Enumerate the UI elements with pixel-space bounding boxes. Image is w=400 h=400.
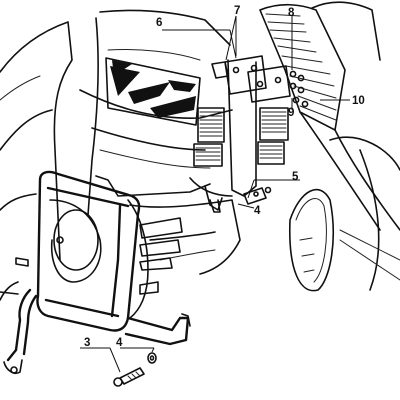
callout-8: 8: [288, 7, 295, 19]
callout-9: 9: [288, 107, 294, 119]
upper-mount-bracket: [211, 55, 309, 108]
motorcycle-frame-outline: [0, 9, 233, 301]
radiator-vent-left: [193, 107, 225, 167]
radiator-vent-right: [257, 107, 289, 165]
callout-4-lower: 4: [116, 337, 123, 349]
callout-7: 7: [234, 5, 240, 17]
callout-10: 10: [352, 95, 365, 107]
callout-4-upper: 4: [254, 205, 261, 217]
front-fairing-slats: [127, 199, 183, 319]
loose-bolt: [113, 367, 145, 387]
callout-leaders: [80, 15, 350, 373]
crash-bar-frame: [36, 170, 191, 346]
callout-3: 3: [84, 337, 90, 349]
corrugated-hose: [259, 1, 400, 231]
loose-washer: [147, 352, 157, 364]
front-wheel: [289, 136, 400, 292]
callout-labels: 6 7 8 9 10 5 4 3 4: [84, 5, 365, 349]
lower-support-strut: [0, 257, 38, 375]
side-clamp: [209, 186, 272, 213]
striped-decal-panel: [105, 57, 201, 126]
callout-6: 6: [156, 17, 162, 29]
callout-5: 5: [292, 171, 299, 183]
